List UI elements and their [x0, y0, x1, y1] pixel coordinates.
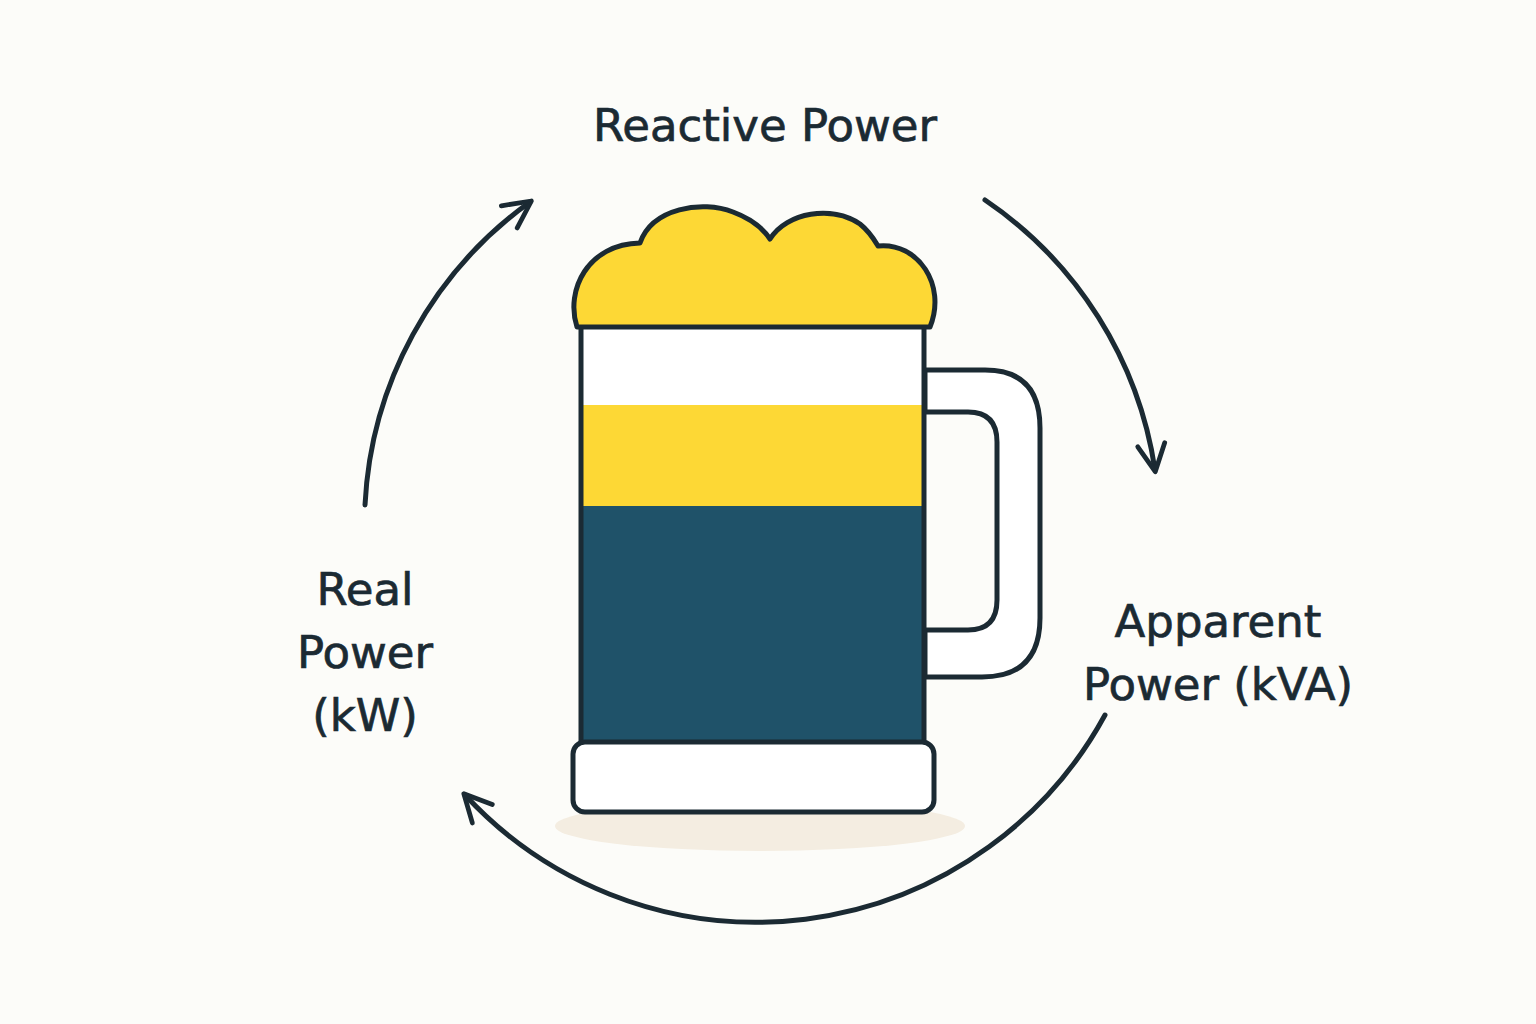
node-text: Apparent Power (kVA) — [1078, 590, 1358, 716]
power-label-node: Apparent Power (kVA) — [1078, 555, 1358, 750]
power-label-node: Real Power (kW) — [270, 555, 460, 750]
node-text: Real Power (kW) — [270, 558, 460, 747]
node-text: Reactive Power — [593, 94, 937, 157]
cycle-arrow — [985, 200, 1155, 470]
mug-base — [573, 742, 934, 812]
beer-band — [582, 405, 923, 506]
cycle-arrow — [465, 715, 1105, 922]
cycle-arrow — [365, 202, 530, 505]
mug-handle — [925, 370, 1040, 677]
beer-dark-band — [582, 506, 923, 748]
mug-body — [581, 320, 924, 750]
power-label-node: Reactive Power — [540, 94, 990, 157]
mug-glass-band — [582, 325, 923, 405]
beer-foam — [574, 207, 935, 327]
